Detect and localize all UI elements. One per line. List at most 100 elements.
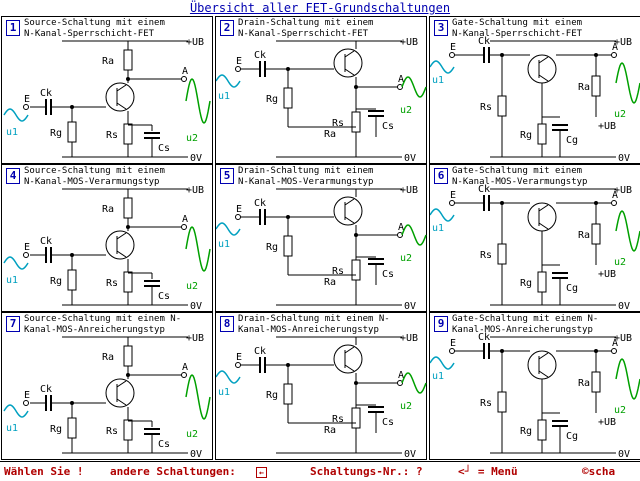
input-label: E <box>450 42 456 53</box>
junction-dot <box>594 349 598 353</box>
input-label: E <box>450 338 456 349</box>
resistor <box>67 417 77 439</box>
input-terminal <box>235 362 241 368</box>
output-signal-wave <box>185 226 211 272</box>
input-signal-wave <box>3 404 29 418</box>
input-signal-label: u1 <box>432 371 444 382</box>
junction-dot <box>286 67 290 71</box>
resistor <box>497 243 507 265</box>
junction-dot <box>594 53 598 57</box>
fet-symbol <box>527 350 557 380</box>
resistor-label: Ra <box>324 129 336 140</box>
resistor-label: Rg <box>266 94 278 105</box>
supply-label: +UB <box>614 333 632 344</box>
resistor-label: Rs <box>332 266 344 277</box>
capacitor-label: Cg <box>566 283 578 294</box>
output-signal-label: u2 <box>186 429 198 440</box>
input-terminal <box>449 200 455 206</box>
supply-label: +UB <box>186 333 204 344</box>
fet-source <box>538 74 549 82</box>
resistor <box>123 197 133 219</box>
panel-caption: Gate-Schaltung mit einem N-Kanal-MOS-Ver… <box>452 166 587 188</box>
resistor-label: Rs <box>106 130 118 141</box>
capacitor-label: Cs <box>158 439 170 450</box>
capacitor-label: Cs <box>382 417 394 428</box>
input-label: E <box>24 242 30 253</box>
junction-dot <box>594 201 598 205</box>
fet-drain <box>116 380 127 388</box>
resistor <box>123 419 133 441</box>
supply-label: +UB <box>598 121 616 132</box>
fet-drain <box>538 56 549 64</box>
output-label: A <box>612 42 618 53</box>
capacitor-label: Cs <box>382 269 394 280</box>
prompt-choose: Wählen Sie ! <box>4 465 84 478</box>
input-label: E <box>24 390 30 401</box>
circuit-number-prompt[interactable]: Schaltungs-Nr.: ? <box>310 465 423 478</box>
ground-label: 0V <box>404 301 416 312</box>
input-signal-wave <box>3 108 29 122</box>
fet-source <box>116 250 127 258</box>
resistor <box>283 87 293 109</box>
fet-drain <box>538 352 549 360</box>
caption-line-1: Gate-Schaltung mit einem <box>452 18 583 28</box>
input-label: E <box>236 56 242 67</box>
resistor <box>591 223 601 245</box>
resistor <box>67 269 77 291</box>
output-signal-label: u2 <box>400 253 412 264</box>
output-signal-label: u2 <box>400 401 412 412</box>
caption-line-2: N-Kanal-MOS-Verarmungstyp <box>452 177 588 187</box>
fet-symbol <box>527 54 557 84</box>
fet-drain <box>116 84 127 92</box>
caption-line-2: Kanal-MOS-Anreicherungstyp <box>24 325 165 335</box>
resistor-label: Rs <box>480 102 492 113</box>
junction-dot <box>126 225 130 229</box>
caption-line-1: Source-Schaltung mit einem N- <box>24 314 182 324</box>
output-signal-label: u2 <box>186 133 198 144</box>
supply-label: +UB <box>400 185 418 196</box>
panel-caption: Drain-Schaltung mit einem N-Kanal-MOS-Ve… <box>238 166 373 188</box>
other-circuits-key[interactable]: ← <box>256 462 267 481</box>
resistor <box>537 419 547 441</box>
resistor <box>497 391 507 413</box>
resistor-label: Rs <box>332 414 344 425</box>
input-terminal <box>235 66 241 72</box>
input-signal-wave <box>216 370 241 384</box>
supply-label: +UB <box>598 269 616 280</box>
input-signal-label: u1 <box>6 275 18 286</box>
caption-line-2: Kanal-MOS-Anreicherungstyp <box>452 325 593 335</box>
capacitor-label: Cs <box>382 121 394 132</box>
fet-symbol <box>527 202 557 232</box>
junction-dot <box>70 253 74 257</box>
fet-source <box>116 398 127 406</box>
caption-line-2: N-Kanal-Sperrschicht-FET <box>452 29 583 39</box>
menu-key[interactable]: <┘ = Menü <box>458 465 518 478</box>
output-signal-label: u2 <box>614 405 626 416</box>
resistor-label: Rg <box>50 424 62 435</box>
input-signal-wave <box>430 208 455 222</box>
caption-line-1: Drain-Schaltung mit einem <box>238 18 374 28</box>
junction-dot <box>500 53 504 57</box>
input-signal-wave <box>216 222 241 236</box>
resistor-label: Ra <box>324 277 336 288</box>
resistor-label: Rg <box>266 390 278 401</box>
resistor <box>123 123 133 145</box>
output-label: A <box>612 190 618 201</box>
input-signal-wave <box>3 256 29 270</box>
